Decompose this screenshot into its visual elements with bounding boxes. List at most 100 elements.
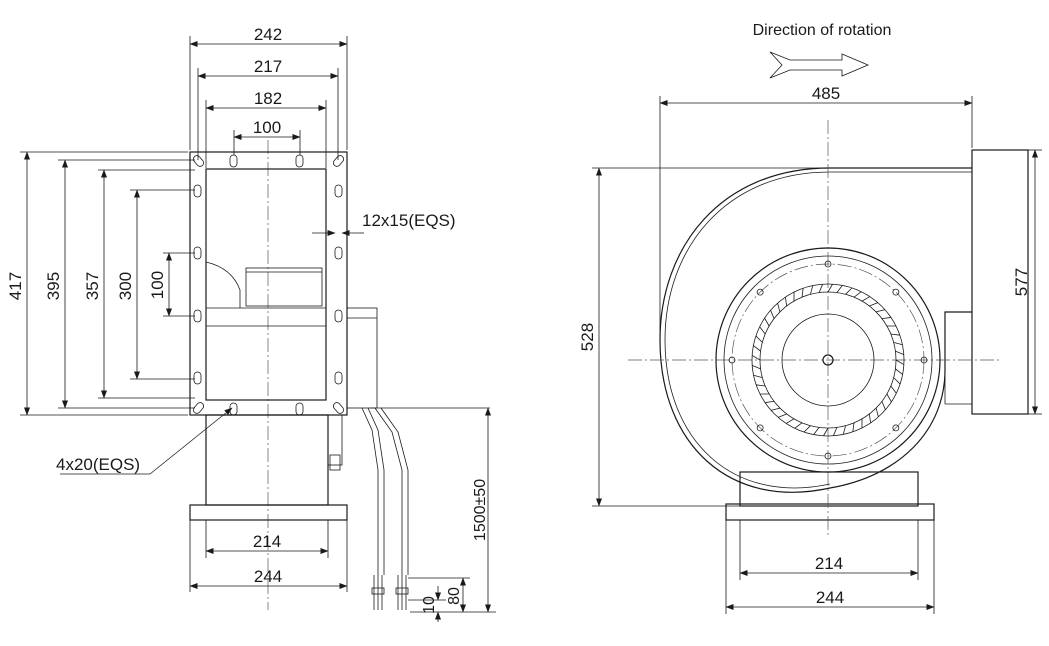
dim-214-right: 214 (739, 520, 919, 580)
impeller-blade (842, 425, 846, 435)
impeller-blade (785, 296, 788, 307)
impeller-blade (845, 287, 853, 295)
dim-577-label: 577 (1012, 268, 1031, 296)
dim-244-left: 244 (189, 520, 348, 592)
dim-577: 577 (1012, 149, 1042, 415)
impeller-blade (836, 285, 843, 293)
dim-cable-label: 1500±50 (472, 479, 489, 541)
impeller-blade (868, 413, 871, 424)
dim-cable: 1500±50 (410, 407, 496, 613)
slot-callout: 12x15(EQS) (312, 211, 456, 236)
mounting-hole (892, 424, 900, 432)
impeller-blade (801, 288, 804, 298)
impeller-blade (875, 309, 885, 313)
impeller-blade (770, 310, 775, 319)
dim-357: 357 (83, 169, 195, 399)
side-view: 242 217 182 100 417 (6, 25, 496, 622)
impeller-blade (803, 425, 811, 433)
dim-100-side-label: 100 (148, 271, 167, 299)
dim-417-label: 417 (6, 272, 25, 300)
impeller-blade (764, 400, 775, 403)
impeller-blade (890, 385, 897, 394)
dim-395-label: 395 (44, 272, 63, 300)
mounting-holes (728, 260, 928, 460)
impeller-blade (759, 326, 766, 335)
dim-80-label: 80 (446, 587, 463, 605)
impeller-blade (827, 283, 833, 293)
rotation-arrow-icon (769, 51, 870, 79)
impeller-blade (755, 335, 763, 343)
dim-214-left-label: 214 (253, 532, 281, 551)
impeller-blade (893, 377, 901, 385)
mounting-hole (756, 288, 764, 296)
dim-100-side: 100 (148, 252, 195, 317)
dim-300-label: 300 (116, 272, 135, 300)
dim-417: 417 (6, 151, 188, 416)
impeller-blades (751, 283, 905, 437)
base-flange (189, 414, 348, 521)
dim-217-label: 217 (254, 57, 282, 76)
dim-244-left-label: 244 (254, 567, 282, 586)
impeller-blade (853, 291, 862, 298)
cables (361, 407, 490, 610)
impeller (715, 247, 941, 473)
impeller-blade (778, 413, 787, 418)
impeller-blade (861, 296, 871, 302)
impeller-blade (893, 342, 903, 346)
impeller-blade (833, 427, 838, 436)
dim-10-label: 10 (421, 596, 438, 614)
mounting-hole (728, 356, 736, 364)
outlet-opening (205, 168, 327, 401)
scroll-housing (659, 149, 1029, 493)
impeller-blade (818, 284, 823, 293)
impeller-blade (869, 302, 878, 307)
impeller-blade (764, 317, 770, 327)
impeller-blade (852, 422, 855, 432)
impeller-blade (886, 393, 892, 403)
mounting-hole (756, 424, 764, 432)
dim-244-right-label: 244 (816, 588, 844, 607)
impeller-blade (785, 418, 795, 424)
direction-label: Direction of rotation (753, 22, 892, 39)
dim-182: 182 (205, 89, 327, 168)
impeller-blade (751, 355, 761, 361)
dim-395: 395 (44, 159, 195, 409)
impeller-blade (753, 345, 761, 352)
dim-242-label: 242 (254, 25, 282, 44)
impeller-blade (813, 427, 820, 435)
dim-214-left: 214 (205, 520, 329, 558)
hole-callout: 4x20(EQS) (56, 407, 233, 475)
impeller-blade (777, 303, 781, 313)
dim-214-right-label: 214 (815, 554, 843, 573)
dim-485: 485 (659, 84, 973, 338)
mounting-hole (824, 260, 832, 268)
dim-528: 528 (578, 167, 828, 507)
inlet-base (725, 471, 935, 521)
impeller-blade (895, 350, 904, 355)
dim-485-label: 485 (812, 84, 840, 103)
mounting-hole (892, 288, 900, 296)
dim-528-label: 528 (578, 323, 597, 351)
impeller-blade (890, 333, 900, 336)
hole-callout-label: 4x20(EQS) (56, 455, 140, 474)
impeller-blade (752, 365, 761, 370)
dim-182-label: 182 (254, 89, 282, 108)
mounting-hole (920, 356, 928, 364)
impeller-blade (881, 317, 892, 320)
dim-80: 80 (408, 577, 470, 613)
impeller-blade (895, 359, 905, 365)
dim-100-top: 100 (233, 118, 301, 155)
impeller-blade (753, 374, 763, 378)
dim-217: 217 (197, 57, 339, 160)
dim-300: 300 (116, 189, 195, 380)
impeller-blade (794, 422, 803, 429)
dim-10: 10 (408, 586, 446, 622)
motor-view (205, 261, 326, 327)
impeller-blade (823, 427, 829, 437)
housing-side (327, 307, 378, 471)
flange-plate (189, 151, 348, 416)
dim-242: 242 (189, 25, 348, 150)
impeller-blade (771, 407, 781, 411)
impeller-blade (810, 285, 814, 295)
